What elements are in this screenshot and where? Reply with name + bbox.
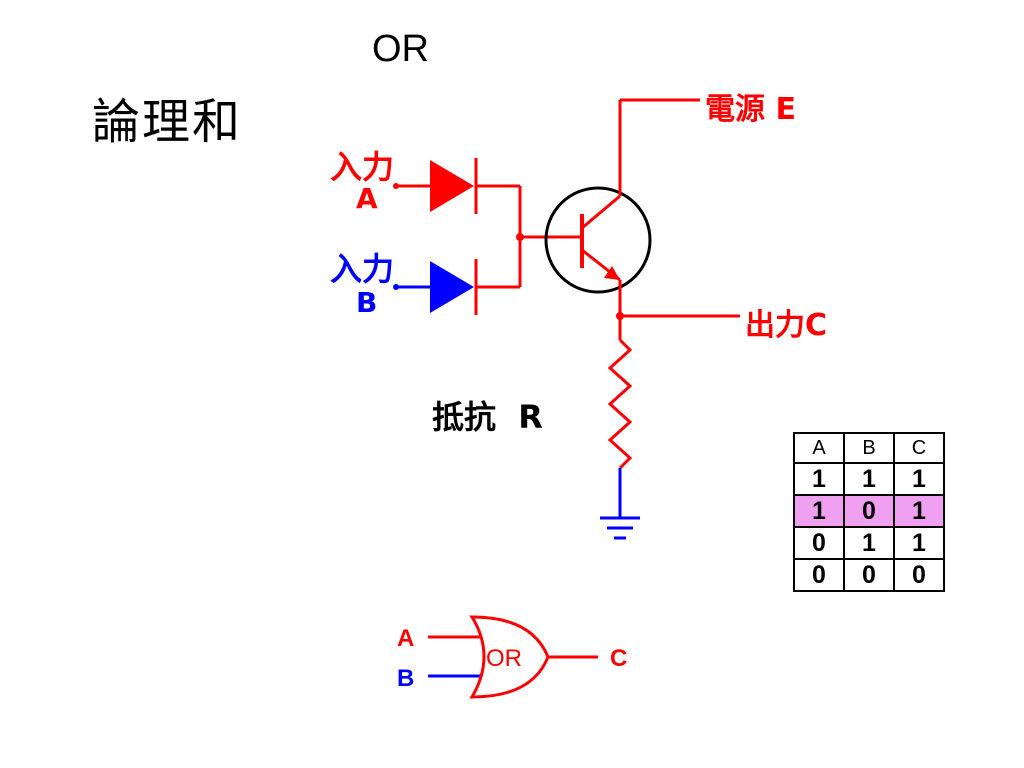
cell: 0 (893, 558, 945, 592)
input-a-label: 入力 (330, 148, 395, 186)
diode-a-triangle (430, 160, 474, 212)
diode-a (393, 158, 520, 214)
cell: 1 (843, 526, 895, 560)
output-label: 出力C (745, 308, 828, 343)
truth-table-header: A B C (793, 432, 945, 464)
cell: 1 (843, 462, 895, 496)
or-gate-output: C (610, 645, 627, 672)
or-gate-body (469, 615, 550, 699)
title-japanese: 論理和 (92, 94, 243, 150)
cell: 0 (793, 526, 845, 560)
cell: 1 (793, 462, 845, 496)
header-c: C (893, 432, 945, 464)
diode-b (393, 259, 520, 315)
output-wire (616, 312, 740, 320)
cell: 1 (793, 494, 845, 528)
input-b-label: 入力 (330, 250, 395, 288)
transistor-body (544, 186, 652, 294)
base-wire (516, 186, 580, 287)
cell: 1 (893, 494, 945, 528)
header-a: A (793, 432, 845, 464)
transistor (544, 98, 700, 340)
table-row: 0 0 0 (793, 558, 945, 592)
cell: 0 (793, 558, 845, 592)
truth-table: A B C 1 1 1 1 0 1 0 1 1 0 0 0 (793, 432, 945, 592)
power-label: 電源 E (705, 92, 796, 127)
or-gate-text: OR (486, 645, 522, 672)
or-gate-input-b: B (397, 665, 414, 692)
or-gate-symbol: OR A B C (397, 615, 627, 699)
ground-symbol (600, 468, 640, 540)
resistor (607, 338, 633, 470)
diode-b-triangle (430, 261, 474, 313)
input-a-letter: A (356, 182, 378, 215)
resistor-label: 抵抗 R (432, 398, 543, 436)
table-row: 1 1 1 (793, 462, 945, 496)
input-b-letter: B (356, 286, 378, 319)
cell: 0 (843, 494, 895, 528)
title-english: OR (372, 28, 429, 70)
cell: 1 (893, 526, 945, 560)
or-gate-input-a: A (397, 625, 414, 652)
table-row: 0 1 1 (793, 526, 945, 560)
cell: 0 (843, 558, 895, 592)
table-row-highlighted: 1 0 1 (793, 494, 945, 528)
header-b: B (843, 432, 895, 464)
cell: 1 (893, 462, 945, 496)
